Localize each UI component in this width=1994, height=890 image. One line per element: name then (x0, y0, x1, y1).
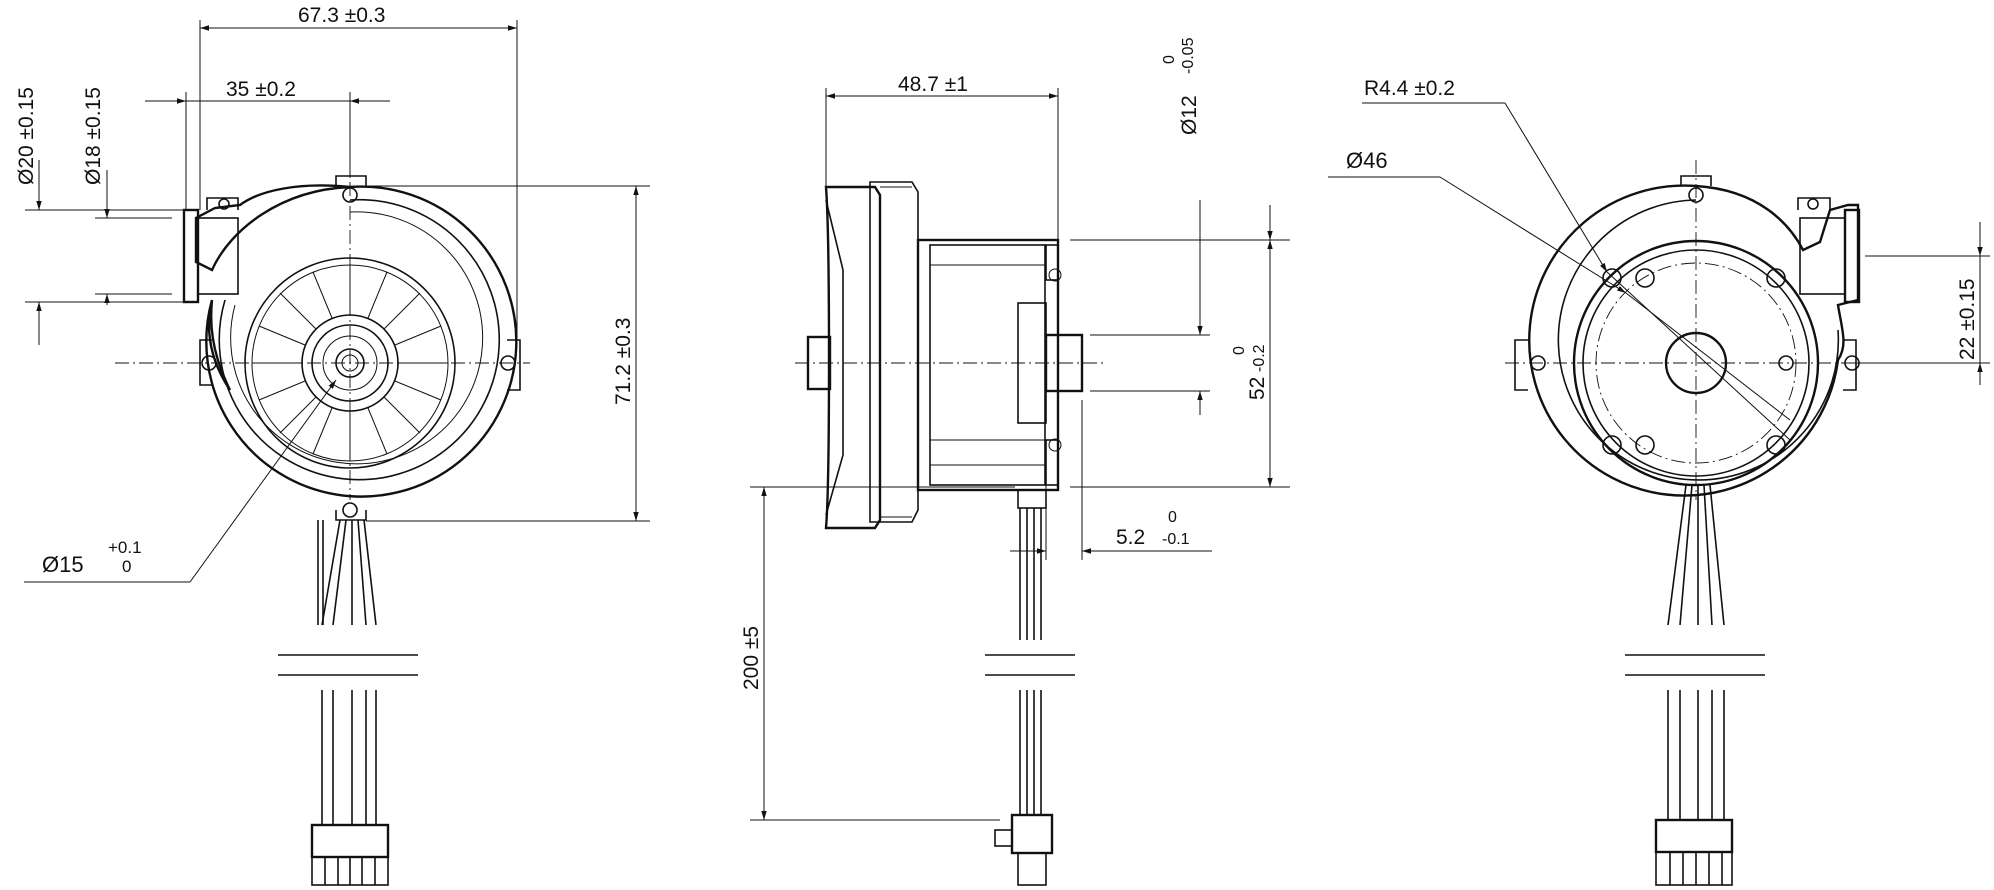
dim-depth-label: 48.7 ±1 (898, 73, 968, 96)
dim-inlet-offset: 35 ±0.2 (145, 78, 390, 210)
dim-hub-diameter: Ø15 +0.1 0 (24, 379, 337, 583)
dim-mount-circle-label: Ø46 (1346, 148, 1388, 173)
dim-overall-width: 67.3 ±0.3 (199, 4, 518, 340)
dim-boss-length-label: 5.2 (1116, 526, 1145, 549)
rear-view: R4.4 ±0.2 Ø46 22 ±0.15 (1328, 77, 1990, 886)
dim-shaft-diameter: Ø12 0 -0.05 (1090, 37, 1210, 415)
dim-radius: R4.4 ±0.2 (1362, 77, 1791, 441)
side-connector (1010, 813, 1054, 855)
dim-boss-tol-lower: -0.1 (1162, 531, 1190, 548)
dim-cable-length-label: 200 ±5 (740, 626, 763, 690)
dim-shaft-tol-lower: -0.05 (1180, 37, 1197, 74)
dim-cable-length: 200 ±5 (740, 486, 1015, 821)
side-cables (985, 508, 1075, 886)
dim-overall-height: 71.2 ±0.3 (366, 185, 650, 522)
dim-outlet-outer-label: Ø20 ±0.15 (15, 87, 38, 185)
rear-cables (1625, 484, 1765, 886)
dim-mount-circle: Ø46 (1328, 148, 1791, 421)
dim-shaft-diameter-label: Ø12 (1178, 95, 1201, 135)
dim-inlet-offset-label: 35 ±0.2 (226, 78, 296, 101)
dim-boss-tol-upper: 0 (1168, 509, 1177, 526)
dim-depth: 48.7 ±1 (825, 73, 1059, 240)
dim-outlet-offset: 22 ±0.15 (1855, 222, 1990, 385)
dim-shaft-tol-upper: 0 (1161, 55, 1178, 64)
dim-hub-tol-upper: +0.1 (108, 538, 142, 557)
dim-radius-label: R4.4 ±0.2 (1364, 77, 1455, 100)
front-cables (278, 519, 418, 886)
dim-boss-length: 5.2 0 -0.1 (1010, 400, 1212, 560)
dim-hub-tol-lower: 0 (122, 557, 131, 576)
dim-outlet-offset-label: 22 ±0.15 (1956, 278, 1979, 360)
dim-body-tol-upper: 0 (1231, 346, 1248, 355)
dim-overall-width-label: 67.3 ±0.3 (298, 4, 385, 27)
front-view: 67.3 ±0.3 35 ±0.2 Ø20 ±0.15 Ø18 ±0.15 (15, 4, 650, 886)
dim-body-height: 52 0 -0.2 (1070, 205, 1290, 488)
front-connector (310, 823, 390, 859)
rear-housing (1514, 175, 1861, 497)
dim-overall-height-label: 71.2 ±0.3 (612, 318, 635, 405)
rear-connector (1654, 818, 1734, 854)
dim-outlet-inner: Ø18 ±0.15 (82, 87, 172, 305)
dim-outlet-inner-label: Ø18 ±0.15 (82, 87, 105, 185)
dim-hub-diameter-label: Ø15 (42, 552, 84, 577)
side-body (806, 181, 1084, 530)
dim-body-height-label: 52 (1246, 377, 1269, 400)
dim-body-tol-lower: -0.2 (1251, 344, 1268, 372)
side-view: 48.7 ±1 Ø12 0 -0.05 52 0 -0.2 (740, 37, 1290, 886)
